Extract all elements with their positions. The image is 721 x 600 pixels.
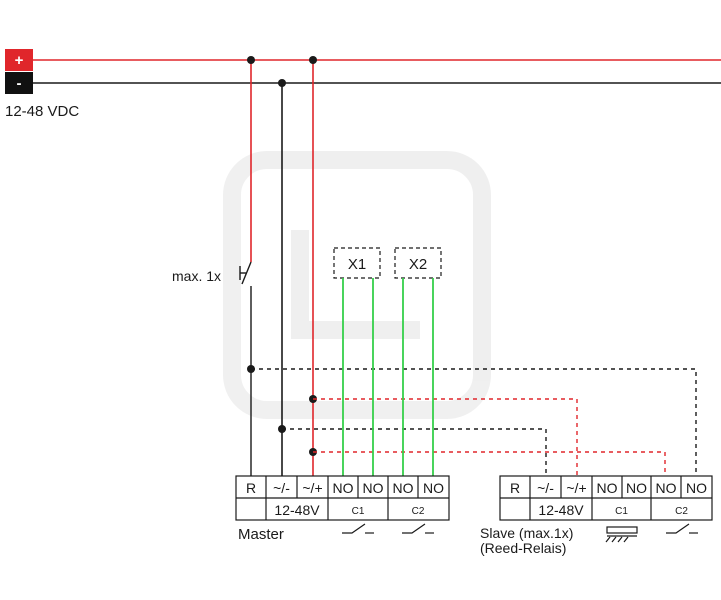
- slave-terminal-block: [499, 475, 713, 521]
- slave-contact-symbol: [666, 523, 698, 534]
- slave-terminal-neg: ~/-: [537, 480, 554, 496]
- master-terminal-block: [235, 475, 450, 521]
- slave-terminal-no3: NO: [656, 480, 677, 496]
- master-terminal-no4: NO: [423, 480, 444, 496]
- master-terminal-no3: NO: [393, 480, 414, 496]
- slave-sub-label: (Reed-Relais): [480, 540, 566, 556]
- plus-terminal: [5, 49, 33, 71]
- slave-interconnect-wires: [251, 368, 697, 476]
- master-terminal-pos: ~/+: [302, 480, 322, 496]
- switch-label: max. 1x: [172, 268, 221, 284]
- slave-c2-label: C2: [675, 506, 688, 517]
- plus-label: +: [15, 52, 24, 69]
- slave-terminal-no1: NO: [597, 480, 618, 496]
- minus-terminal: [5, 72, 33, 94]
- load-x1-box: [333, 247, 381, 279]
- master-name-label: Master: [238, 526, 284, 543]
- slave-terminal-pos: ~/+: [566, 480, 586, 496]
- master-terminal-r: R: [246, 480, 256, 496]
- push-switch: [239, 261, 252, 476]
- master-terminal-no1: NO: [333, 480, 354, 496]
- supply-voltage-label: 12-48 VDC: [5, 103, 79, 120]
- slave-terminal-no2: NO: [626, 480, 647, 496]
- watermark: [223, 151, 491, 419]
- slave-c1-label: C1: [615, 506, 628, 517]
- minus-label: -: [17, 75, 22, 92]
- load-x1-label: X1: [348, 256, 366, 273]
- master-c2-label: C2: [412, 506, 425, 517]
- load-x2-box: [394, 247, 442, 279]
- master-c1-label: C1: [352, 506, 365, 517]
- load-x2-label: X2: [409, 256, 427, 273]
- slave-reed-contact-icon: [605, 526, 638, 543]
- master-terminal-neg: ~/-: [273, 480, 290, 496]
- master-contact-symbols: [342, 523, 434, 534]
- slave-terminal-r: R: [510, 480, 520, 496]
- load-wires: [342, 278, 434, 476]
- master-voltage-label: 12-48V: [274, 502, 320, 518]
- slave-voltage-label: 12-48V: [538, 502, 584, 518]
- master-terminal-no2: NO: [363, 480, 384, 496]
- slave-name-label: Slave (max.1x): [480, 525, 573, 541]
- slave-terminal-no4: NO: [686, 480, 707, 496]
